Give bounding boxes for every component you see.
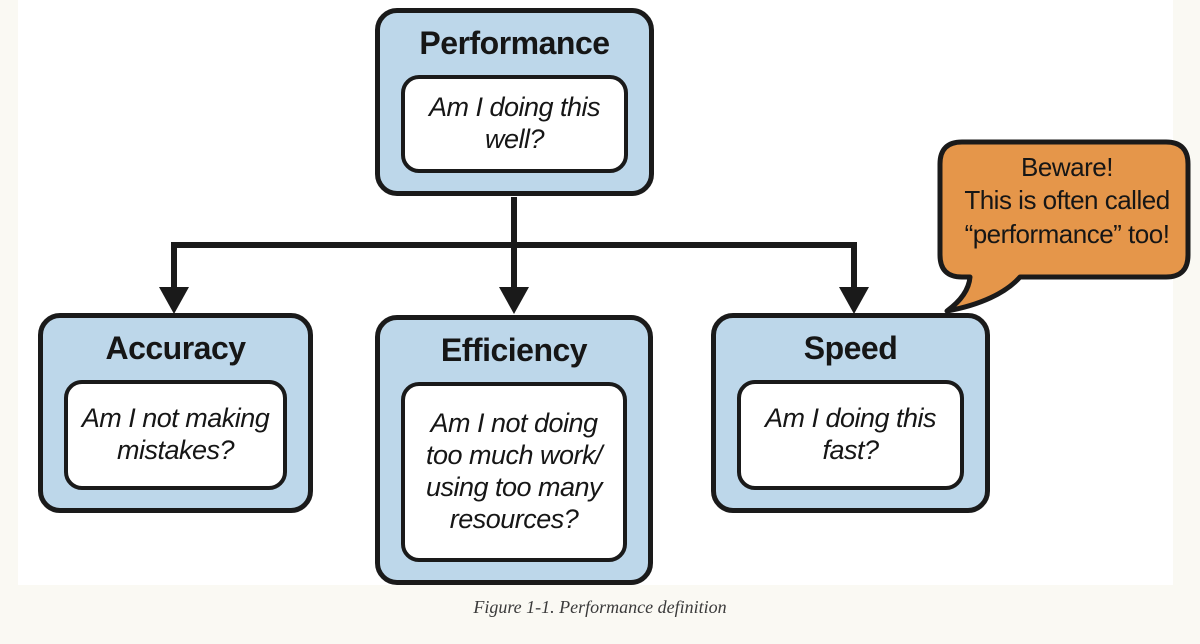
node-performance-question: Am I doing this well? [401, 75, 628, 173]
node-speed-title: Speed [803, 330, 898, 366]
tree-connector-lines [171, 197, 857, 288]
node-speed: Speed Am I doing this fast? [711, 313, 990, 513]
arrowhead-speed-icon [839, 287, 869, 314]
performance-definition-diagram: Performance Am I doing this well? Accura… [18, 0, 1191, 585]
node-performance-title: Performance [419, 25, 610, 61]
callout-text: Beware! This is often called “performanc… [964, 152, 1170, 249]
node-accuracy-title: Accuracy [105, 330, 246, 366]
arrowhead-accuracy-icon [159, 287, 189, 314]
node-accuracy: Accuracy Am I not making mistakes? [38, 313, 313, 513]
node-efficiency: Efficiency Am I not doing too much work/… [375, 315, 653, 585]
arrowhead-efficiency-icon [499, 287, 529, 314]
node-performance: Performance Am I doing this well? [375, 8, 654, 196]
node-speed-question: Am I doing this fast? [737, 380, 964, 490]
node-accuracy-question: Am I not making mistakes? [64, 380, 287, 490]
node-efficiency-question: Am I not doing too much work/ using too … [401, 382, 627, 562]
figure-caption: Figure 1-1. Performance definition [473, 597, 727, 617]
node-efficiency-title: Efficiency [440, 332, 588, 368]
